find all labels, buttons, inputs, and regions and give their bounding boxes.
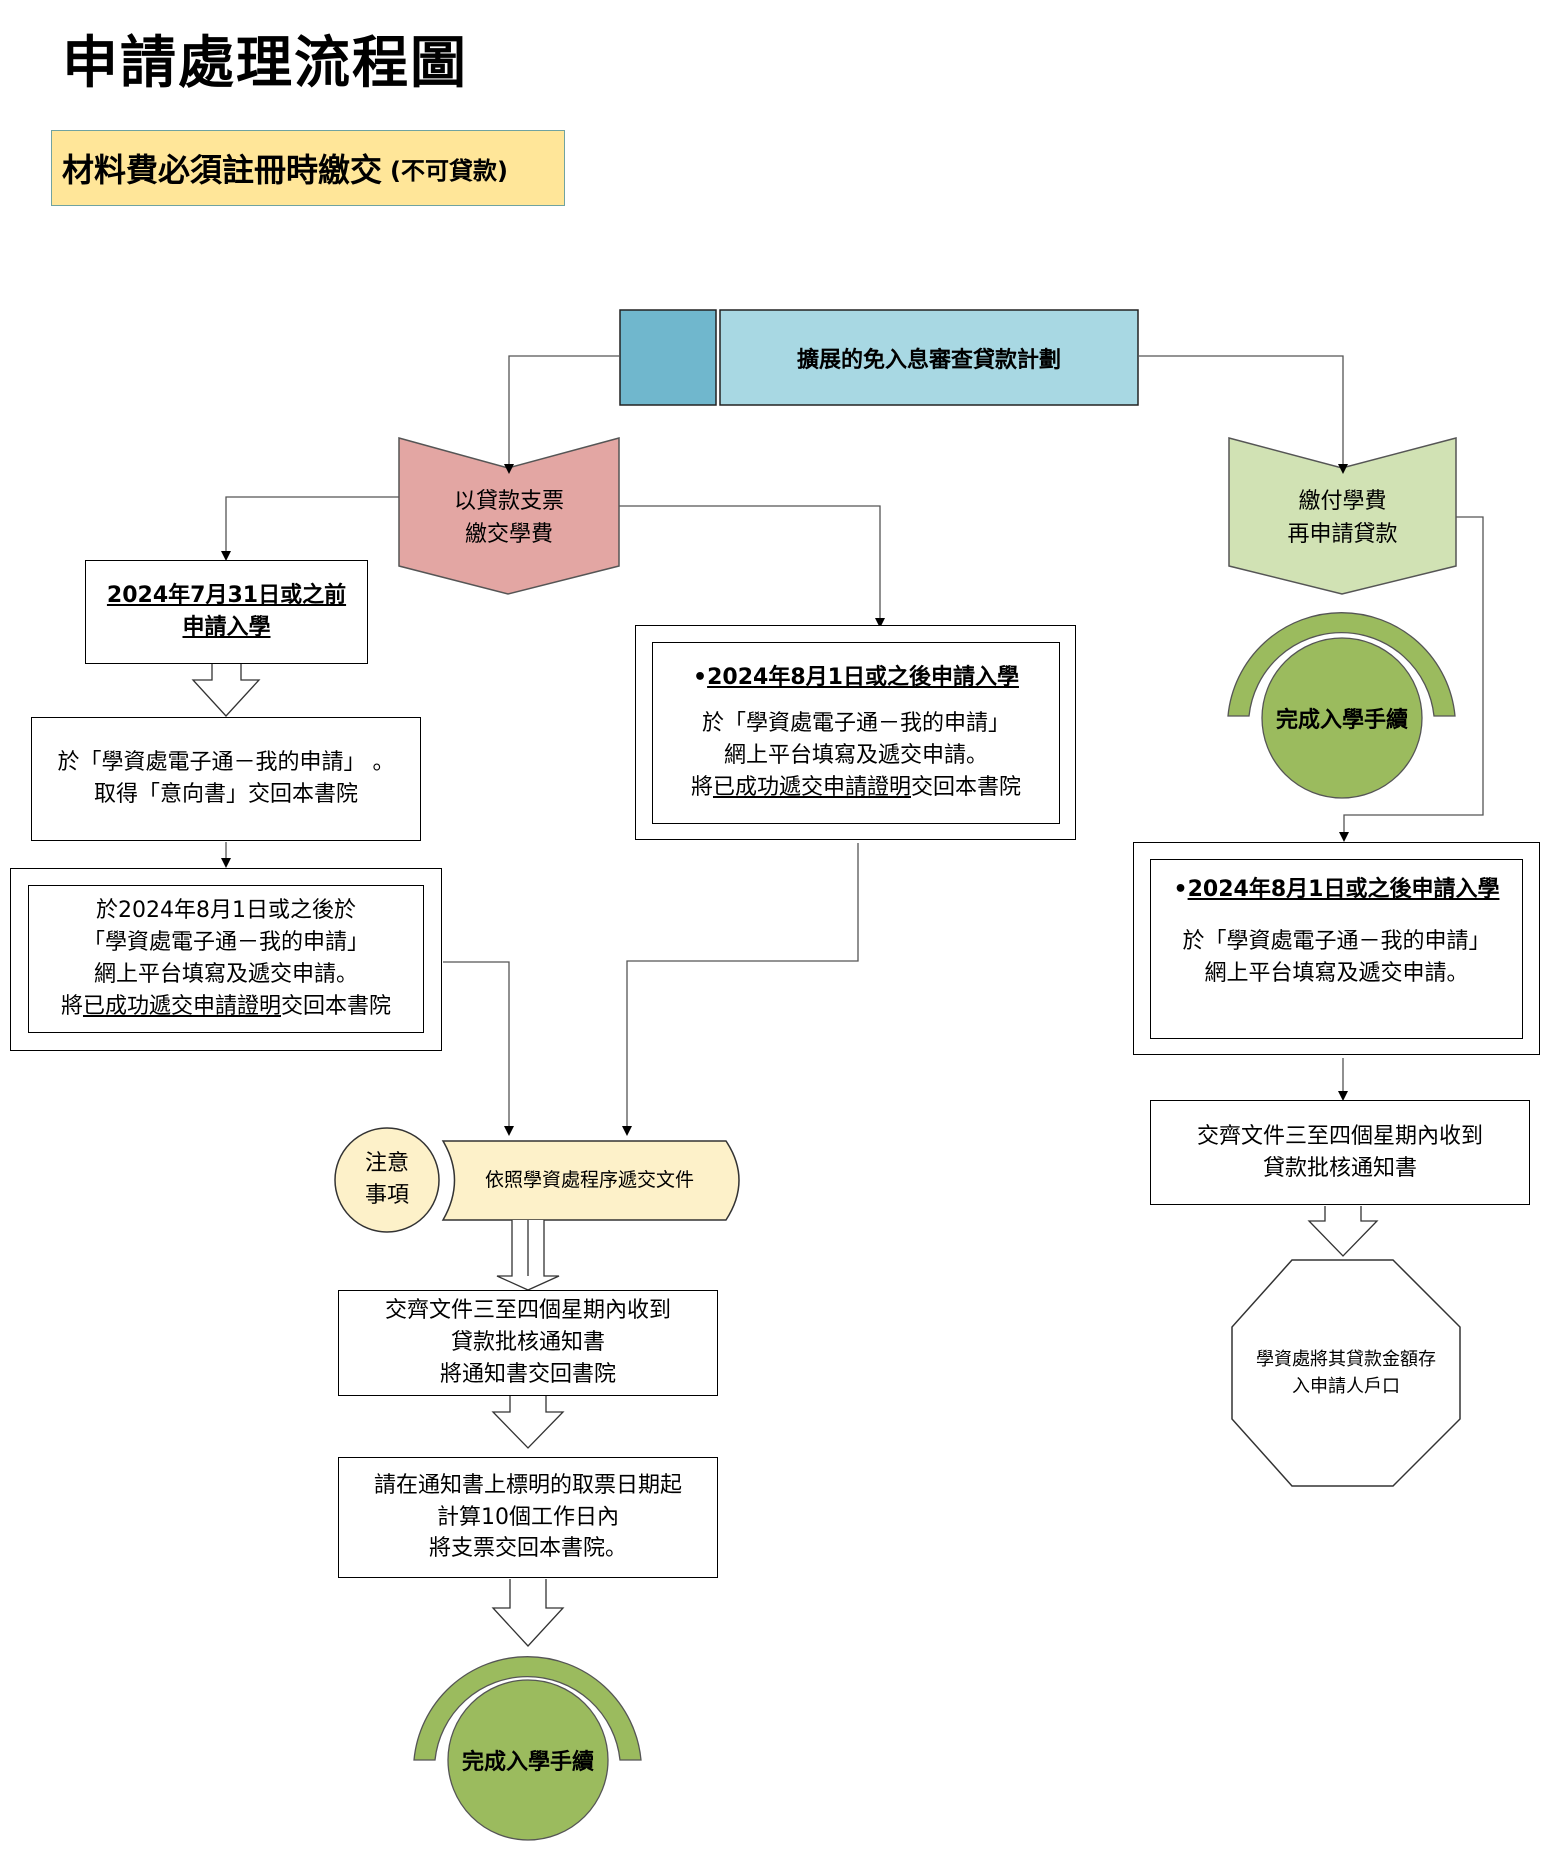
deposit-line-2: 入申請人戶口 (1292, 1376, 1400, 1397)
connector-submit-to-docs (443, 961, 514, 1136)
submit-after-line-1: 於2024年8月1日或之後於 (96, 898, 356, 924)
connector-scheme-to-cheque (504, 355, 620, 474)
fee-line-1: 繳付學費 (1298, 489, 1387, 514)
after-date-right-inner: •2024年8月1日或之後申請入學 於「學資處電子通－我的申請」 網上平台填寫及… (1150, 859, 1523, 1039)
after-date-mid-line-3: 將已成功遞交申請證明交回本書院 (690, 774, 1022, 800)
before-date-line-2: 申請入學 (182, 615, 271, 640)
connector-mid-to-docs (622, 843, 859, 1136)
complete-bottom-arc (413, 1656, 642, 1761)
after-date-right-line-1: 於「學資處電子通－我的申請」 (1182, 928, 1491, 954)
complete-bottom-circle (447, 1679, 609, 1841)
after-date-right-heading: •2024年8月1日或之後申請入學 (1173, 877, 1500, 902)
cheque-return-line-2: 計算10個工作日內 (437, 1504, 619, 1530)
complete-right-arc (1227, 612, 1456, 717)
cheque-return-line-1: 請在通知書上標明的取票日期起 (373, 1472, 682, 1498)
after-date-mid-heading: •2024年8月1日或之後申請入學 (693, 665, 1019, 691)
after-date-mid-line-1: 於「學資處電子通－我的申請」 (701, 711, 1010, 737)
notice-line-2: 事項 (364, 1183, 409, 1208)
before-date-line-1: 2024年7月31日或之前 (106, 583, 347, 609)
notice-label: 注意 事項 (335, 1128, 439, 1232)
scheme-side-block (619, 309, 717, 406)
page-title: 申請處理流程圖 (62, 31, 468, 96)
hollow-arrow-3 (491, 1396, 565, 1449)
hollow-arrow-5 (1307, 1206, 1379, 1257)
submit-after-line-2: 「學資處電子通－我的申請」 (82, 930, 369, 956)
approval-left-line-2: 貸款批核通知書 (450, 1330, 605, 1356)
after-date-right-line-2: 網上平台填寫及遞交申請。 (1204, 960, 1469, 986)
intent-line-2: 取得「意向書」交回本書院 (93, 782, 358, 807)
submit-after-inner: 於2024年8月1日或之後於 「學資處電子通－我的申請」 網上平台填寫及遞交申請… (28, 885, 424, 1033)
cheque-chevron-label: 以貸款支票 繳交學費 (399, 478, 619, 558)
connector-scheme-to-fee (1138, 355, 1348, 474)
complete-right-label: 完成入學手續 (1275, 708, 1408, 733)
approval-left-line-1: 交齊文件三至四個星期內收到 (384, 1298, 671, 1324)
submit-after-line-3: 網上平台填寫及遞交申請。 (93, 962, 358, 987)
deposit-octagon-shape (1231, 1259, 1461, 1487)
material-fee-banner: 材料費必須註冊時繳交 (不可貸款) (51, 130, 565, 206)
cheque-return-line-3: 將支票交回本書院。 (428, 1536, 627, 1562)
approval-right-box: 交齊文件三至四個星期內收到 貸款批核通知書 (1150, 1100, 1530, 1205)
scheme-label: 擴展的免入息審查貸款計劃 (796, 347, 1061, 373)
fee-line-2: 再申請貸款 (1287, 522, 1398, 547)
approval-right-line-1: 交齊文件三至四個星期內收到 (1196, 1123, 1483, 1149)
cheque-line-1: 以貸款支票 (453, 489, 564, 514)
complete-right-circle (1261, 637, 1423, 799)
submit-after-line-4: 將已成功遞交申請證明交回本書院 (60, 993, 392, 1019)
deposit-line-1: 學資處將其貸款金額存 (1256, 1349, 1436, 1370)
scheme-main-block (719, 309, 1139, 406)
connector-cheque-to-before-date (221, 496, 399, 561)
banner-main-text: 材料費必須註冊時繳交 (62, 151, 383, 189)
approval-left-line-3: 將通知書交回書院 (439, 1361, 616, 1387)
deposit-label: 學資處將其貸款金額存 入申請人戶口 (1232, 1260, 1460, 1486)
notice-circle-shape (334, 1127, 440, 1233)
fee-chevron-label: 繳付學費 再申請貸款 (1229, 478, 1456, 558)
banner-note-text: (不可貸款) (390, 156, 508, 185)
connector-fee-to-after-date (1339, 516, 1484, 842)
hollow-arrow-1-outline (191, 664, 261, 717)
hollow-arrow-4 (491, 1579, 565, 1647)
notice-line-1: 注意 (364, 1151, 409, 1177)
intent-letter-box: 於「學資處電子通－我的申請」 。 取得「意向書」交回本書院 (31, 717, 421, 841)
intent-line-1: 於「學資處電子通－我的申請」 。 (57, 750, 395, 776)
approval-right-line-2: 貸款批核通知書 (1262, 1155, 1417, 1181)
connector-cheque-to-after-date (619, 505, 885, 628)
cheque-return-box: 請在通知書上標明的取票日期起 計算10個工作日內 將支票交回本書院。 (338, 1457, 718, 1578)
submit-docs-shape (441, 1140, 740, 1221)
after-date-mid-line-2: 網上平台填寫及遞交申請。 (723, 743, 988, 768)
before-date-box: 2024年7月31日或之前 申請入學 (85, 560, 368, 664)
after-date-mid-inner: •2024年8月1日或之後申請入學 於「學資處電子通－我的申請」 網上平台填寫及… (652, 642, 1060, 824)
cheque-line-2: 繳交學費 (464, 522, 553, 547)
complete-bottom-label: 完成入學手續 (461, 1750, 594, 1775)
approval-left-box: 交齊文件三至四個星期內收到 貸款批核通知書 將通知書交回書院 (338, 1290, 718, 1396)
submit-docs-label: 依照學資處程序遞交文件 (484, 1169, 694, 1192)
